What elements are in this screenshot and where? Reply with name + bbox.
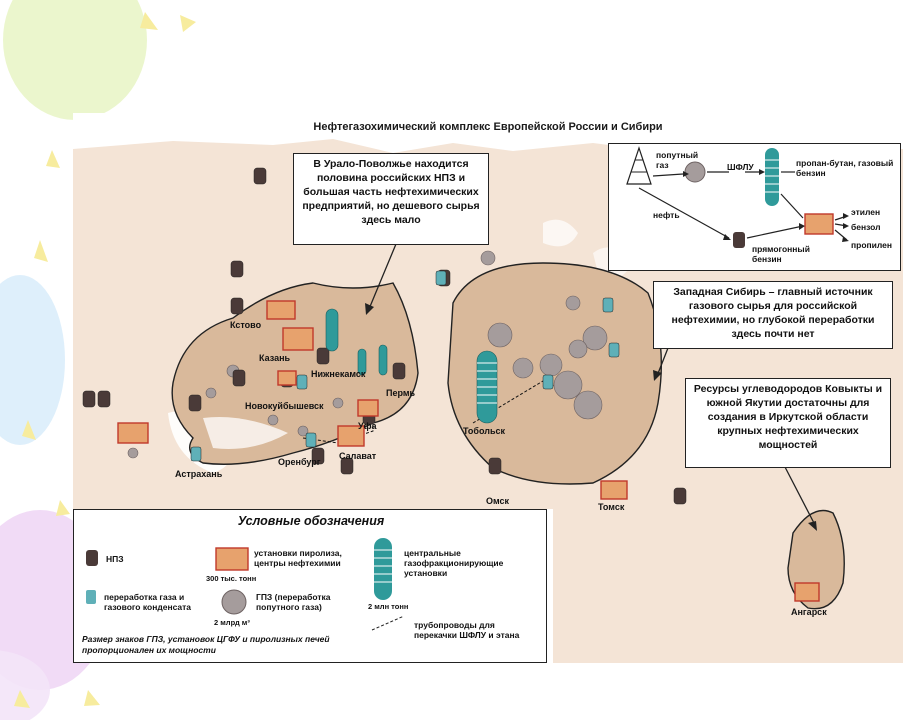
legend-refinery-label: НПЗ <box>106 554 124 564</box>
process-scheme-graphic <box>626 146 849 248</box>
legend-gpz-scale: 2 млрд м³ <box>214 618 250 627</box>
callout-volga-ural: В Урало-Поволжье находится половина росс… <box>293 153 489 245</box>
legend-title: Условные обозначения <box>237 514 385 528</box>
city-label-astrakhan: Астрахань <box>175 469 223 479</box>
gpz-spheres <box>127 250 608 459</box>
city-label-salavat: Салават <box>339 451 377 461</box>
city-label-novokuibyshevsk: Новокуйбышевск <box>245 401 324 411</box>
map-panel: Нефтегазохимический комплекс Европейской… <box>73 113 903 663</box>
pyrolysis-markers <box>117 300 820 602</box>
city-label-tobolsk: Тобольск <box>463 426 506 436</box>
legend-footnote: Размер знаков ГПЗ, установок ЦГФУ и пиро… <box>82 634 330 655</box>
inset-label-shflu: ШФЛУ <box>727 162 754 172</box>
legend-gfu-label: центральные газофракционирующие установк… <box>404 548 504 578</box>
legend-pyrolysis-icon <box>215 547 249 571</box>
gas-processing-markers <box>190 270 620 462</box>
city-label-perm: Пермь <box>386 388 416 398</box>
inset-label-propane-butane: пропан-бутан, газовый бензин <box>796 158 894 178</box>
legend-gas-processing-label: переработка газа и газового конденсата <box>104 592 192 612</box>
city-label-angarsk: Ангарск <box>791 607 827 617</box>
inset-label-benzene: бензол <box>851 222 881 232</box>
inset-label-propylene: пропилен <box>851 240 893 250</box>
legend-gas-processing-icon <box>86 590 96 604</box>
callout-kovykta: Ресурсы углеводородов Ковыкты и южной Як… <box>685 378 891 468</box>
legend-gpz-label: ГПЗ (переработка попутного газа) <box>256 592 331 612</box>
callout-west-siberia: Западная Сибирь – главный источник газов… <box>653 281 893 349</box>
legend-pyrolysis-label: установки пиролиза, центры нефтехимии <box>254 548 342 568</box>
inset-label-ethylene: этилен <box>851 207 881 217</box>
legend-pipeline-label: трубопроводы для перекачки ШФЛУ и этана <box>414 620 520 640</box>
city-label-kstovo: Кстово <box>230 320 262 330</box>
inset-label-associated-gas: попутный газ <box>656 150 699 170</box>
legend-gfu-icon <box>374 538 392 600</box>
legend-pyrolysis-scale: 300 тыс. тонн <box>206 574 257 583</box>
legend-pipeline-icon <box>371 615 405 631</box>
city-label-tomsk: Томск <box>598 502 625 512</box>
inset-label-oil: нефть <box>653 210 680 220</box>
city-label-omsk: Омск <box>486 496 510 506</box>
map-title: Нефтегазохимический комплекс Европейской… <box>313 121 663 133</box>
city-label-kazan: Казань <box>259 353 291 363</box>
legend-gfu-scale: 2 млн тонн <box>368 602 409 611</box>
inset-label-straight-run-gasoline: прямогонный бензин <box>752 244 810 264</box>
process-scheme-inset: попутный газ ШФЛУ пропан-бутан, газовый … <box>608 143 901 271</box>
legend-refinery-icon <box>86 550 98 566</box>
legend-gpz-icon <box>221 589 247 615</box>
city-label-nizhnekamsk: Нижнекамск <box>311 369 366 379</box>
city-label-ufa: Уфа <box>358 421 377 431</box>
legend-symbols <box>86 538 405 631</box>
city-label-orenburg: Оренбург <box>278 457 321 467</box>
map-legend: Условные обозначения НПЗ установки пирол… <box>73 509 547 663</box>
